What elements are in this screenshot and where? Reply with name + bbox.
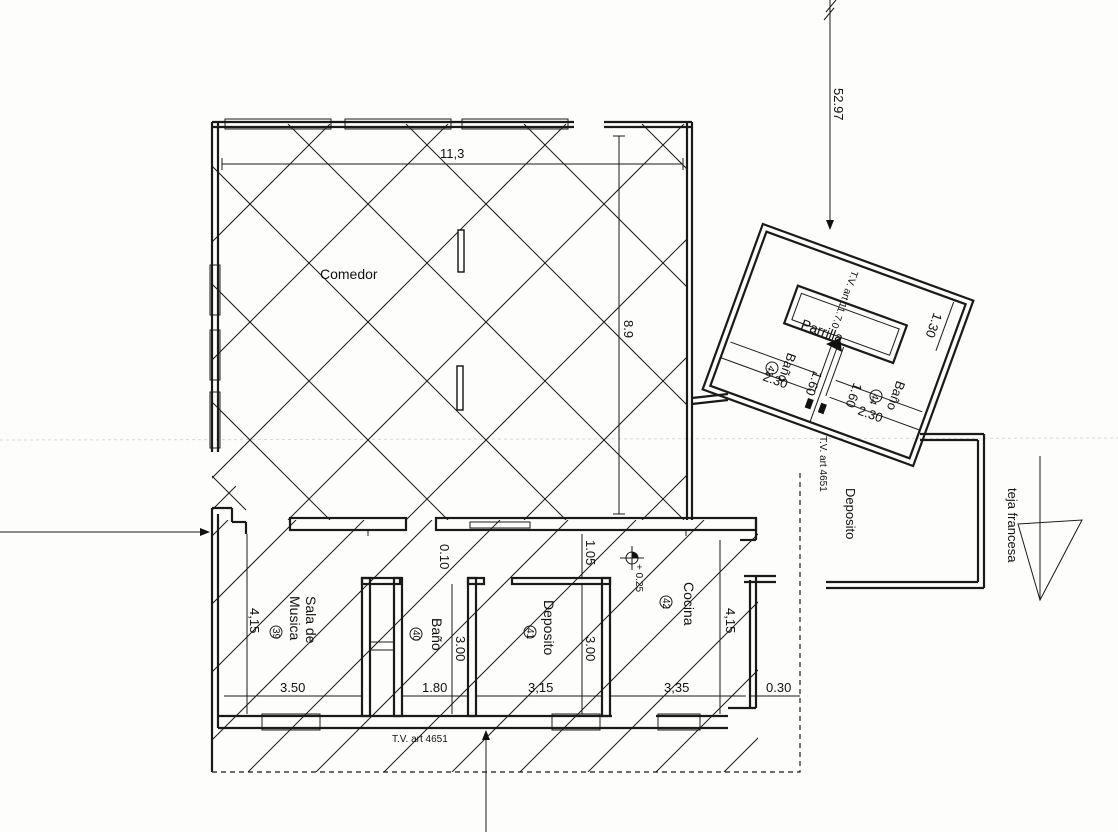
connector-walls (691, 392, 986, 590)
note-tv-art-4651-right: T.V. art 4651 (817, 436, 828, 492)
dimension-label-1-05: 1.05 (583, 540, 598, 565)
parrilla-marker (826, 338, 842, 352)
dimension-label-1-60-left: 1.60 (803, 369, 826, 398)
dimension-label-3-00-right: 3.00 (583, 636, 598, 661)
door-swing-marks (211, 475, 247, 511)
room-number-43: 43 (762, 364, 776, 379)
room-label-cocina: Cocina (681, 582, 697, 626)
roof-slope-arrow (1017, 456, 1083, 602)
room-label-deposito-ext: Deposito (843, 488, 858, 539)
room-number-42: 42 (660, 598, 671, 610)
dimension-label-2-30-right: 2.30 (856, 403, 885, 426)
column-upper (457, 229, 465, 273)
room-number-marker-42 (659, 595, 673, 609)
level-marker (620, 546, 644, 570)
dimension-label-0-10: 0.10 (437, 544, 452, 569)
dimension-label-0-30: 0.30 (766, 680, 791, 695)
dimension-11-3 (221, 158, 684, 170)
room-label-comedor: Comedor (320, 266, 378, 282)
dimension-label-4-15-left: 4,15 (247, 608, 262, 633)
room-number-39: 39 (270, 628, 281, 640)
dimension-label-3-35: 3,35 (664, 680, 689, 695)
dimension-label-4-15-right: 4,15 (723, 608, 738, 633)
parrilla-block (701, 222, 975, 468)
note-tv-art-4651-bottom: T.V. art 4651 (392, 734, 448, 745)
dimension-label-52-97: 52.97 (831, 88, 846, 121)
room-number-41: 41 (524, 628, 535, 640)
comedor-hatch (212, 124, 688, 520)
room-label-bano-40: Baño (429, 618, 445, 651)
lower-walls (210, 506, 776, 772)
dimension-label-1-80: 1.80 (422, 680, 447, 695)
dimension-8-9 (613, 135, 625, 515)
comedor-walls (209, 118, 694, 520)
room-label-sala-musica-line2: Musica (287, 596, 303, 641)
note-teja-francesa: teja francesa (1005, 488, 1020, 563)
room-label-deposito-41: Deposito (541, 600, 557, 655)
entry-arrow-bottom (482, 730, 490, 832)
dimension-label-11-3: 11,3 (440, 146, 464, 161)
room-number-marker-44 (869, 389, 883, 403)
room-number-marker-41 (523, 625, 537, 639)
dimension-label-3-50: 3.50 (280, 680, 305, 695)
level-label-plus-0-25: + 0.25 (633, 564, 644, 593)
room-label-bano-44: Baño (884, 379, 908, 413)
column-lower (456, 365, 464, 411)
room-label-sala-musica-line1: Sala de (303, 596, 319, 644)
room-number-40: 40 (410, 630, 421, 642)
dashed-boundary (212, 470, 801, 773)
dimension-label-8-9: 8.9 (621, 320, 636, 338)
lower-dimension-lines (224, 534, 800, 714)
entry-arrow-left (0, 528, 210, 536)
lower-hatch (212, 520, 758, 772)
dimension-52-97 (823, 0, 837, 230)
dimension-label-3-15: 3,15 (528, 680, 553, 695)
scan-artifact-line (0, 437, 1118, 441)
room-number-marker-43 (765, 361, 779, 375)
room-number-marker-40 (409, 627, 423, 641)
dimension-label-3-00-left: 3.00 (453, 636, 468, 661)
room-number-44: 44 (866, 392, 880, 407)
room-number-marker-39 (269, 625, 283, 639)
